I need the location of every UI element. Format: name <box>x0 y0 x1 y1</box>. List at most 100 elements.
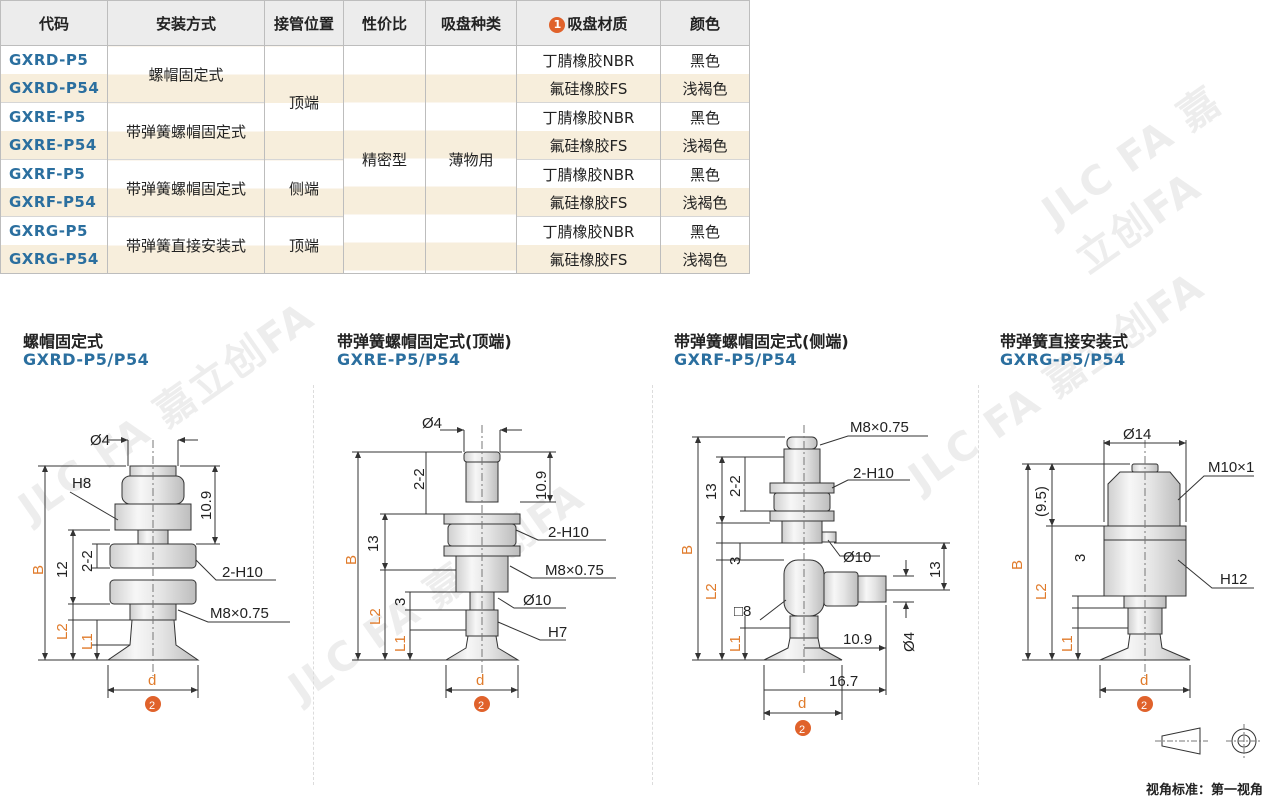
header-code: 代码 <box>0 0 108 46</box>
svg-text:H8: H8 <box>72 475 91 492</box>
svg-text:M10×1: M10×1 <box>1208 459 1254 476</box>
svg-text:L1: L1 <box>392 635 409 652</box>
svg-text:2: 2 <box>478 700 484 712</box>
svg-text:B: B <box>343 555 360 565</box>
drawing-model: GXRD-P5/P54 <box>23 350 150 369</box>
svg-text:2-H10: 2-H10 <box>222 564 263 581</box>
svg-text:M8×0.75: M8×0.75 <box>850 419 909 436</box>
table-cell-color: 浅褐色 <box>660 245 750 274</box>
svg-text:3: 3 <box>1072 554 1089 562</box>
svg-text:(9.5): (9.5) <box>1033 486 1050 517</box>
svg-text:Ø14: Ø14 <box>1123 426 1151 443</box>
divider <box>652 385 653 785</box>
table-cell-mount: 带弹簧螺帽固定式 <box>107 159 265 217</box>
svg-text:L1: L1 <box>79 633 96 650</box>
svg-text:Ø10: Ø10 <box>523 592 551 609</box>
svg-text:B: B <box>679 545 696 555</box>
first-angle-projection-icon <box>1155 724 1262 758</box>
svg-text:Ø10: Ø10 <box>843 549 871 566</box>
svg-text:□8: □8 <box>734 603 751 620</box>
table-cell-code: GXRF-P5 <box>0 159 108 188</box>
drawing-title: 带弹簧螺帽固定式(顶端) <box>337 332 512 351</box>
svg-text:B: B <box>1009 560 1026 570</box>
table-cell-material: 氟硅橡胶FS <box>516 74 661 103</box>
svg-text:2: 2 <box>799 724 805 736</box>
table-cell-code: GXRG-P54 <box>0 245 108 274</box>
svg-text:2-2: 2-2 <box>411 468 428 490</box>
table-cell-code: GXRE-P5 <box>0 102 108 131</box>
table-cell-material: 氟硅橡胶FS <box>516 131 661 160</box>
svg-text:2: 2 <box>1141 700 1147 712</box>
drawing-model: GXRF-P5/P54 <box>674 350 798 369</box>
table-cell-material: 氟硅橡胶FS <box>516 188 661 217</box>
svg-text:d: d <box>1140 672 1148 689</box>
table-cell-material: 丁腈橡胶NBR <box>516 45 661 74</box>
table-cell-color: 黑色 <box>660 159 750 188</box>
table-cell-pipe: 顶端 <box>264 216 344 274</box>
divider <box>313 385 314 785</box>
svg-text:2-2: 2-2 <box>79 550 96 572</box>
svg-text:13: 13 <box>927 561 944 578</box>
svg-text:Ø4: Ø4 <box>901 632 918 652</box>
table-cell-pipe: 顶端 <box>264 45 344 160</box>
table-cell-mount: 螺帽固定式 <box>107 45 265 103</box>
header-cup-type: 吸盘种类 <box>425 0 517 46</box>
table-cell-color: 浅褐色 <box>660 131 750 160</box>
svg-text:10.9: 10.9 <box>533 471 550 500</box>
table-cell-mount: 带弹簧螺帽固定式 <box>107 102 265 160</box>
table-cell-material: 丁腈橡胶NBR <box>516 102 661 131</box>
svg-text:2-H10: 2-H10 <box>548 524 589 541</box>
svg-text:Ø4: Ø4 <box>90 432 110 449</box>
drawing-title: 带弹簧直接安装式 <box>1000 332 1129 351</box>
table-cell-code: GXRF-P54 <box>0 188 108 217</box>
table-cell-color: 黑色 <box>660 102 750 131</box>
drawing-model: GXRE-P5/P54 <box>337 350 461 369</box>
table-cell-color: 黑色 <box>660 45 750 74</box>
table-cell-material: 丁腈橡胶NBR <box>516 159 661 188</box>
svg-text:L2: L2 <box>703 583 720 600</box>
svg-text:M8×0.75: M8×0.75 <box>210 605 269 622</box>
table-cell-pipe: 侧端 <box>264 159 344 217</box>
view-standard-note: 视角标准：第一视角 <box>1146 783 1264 798</box>
svg-text:13: 13 <box>703 483 720 500</box>
drawing-gxrg: Ø14 M10×1 (9.5) B 3 L2 L1 H12 d 2 <box>1009 426 1254 712</box>
svg-text:B: B <box>30 565 47 575</box>
svg-text:d: d <box>798 695 806 712</box>
svg-text:H7: H7 <box>548 624 567 641</box>
svg-text:3: 3 <box>727 557 744 565</box>
svg-text:2-2: 2-2 <box>727 475 744 497</box>
svg-text:3: 3 <box>392 598 409 606</box>
svg-text:L1: L1 <box>727 635 744 652</box>
table-cell-code: GXRD-P5 <box>0 45 108 74</box>
drawing-gxre: Ø4 2-2 10.9 13 B 3 L2 L1 2-H10 M8×0.75 Ø… <box>343 415 616 712</box>
svg-text:Ø4: Ø4 <box>422 415 442 432</box>
note-badge: 1 <box>549 16 566 33</box>
header-color: 颜色 <box>660 0 750 46</box>
table-cell-material: 氟硅橡胶FS <box>516 245 661 274</box>
drawing-gxrf: M8×0.75 2-H10 13 2-2 B 3 Ø10 13 □8 L2 L1… <box>679 419 950 736</box>
svg-text:L2: L2 <box>1033 583 1050 600</box>
svg-text:2: 2 <box>149 700 155 712</box>
table-cell-code: GXRE-P54 <box>0 131 108 160</box>
svg-text:10.9: 10.9 <box>198 491 215 520</box>
table-cell-material: 丁腈橡胶NBR <box>516 216 661 245</box>
table-cell-color: 浅褐色 <box>660 74 750 103</box>
drawing-gxrd: Ø4 H8 10.9 12 2-2 B L2 L1 2-H10 M8×0.75 … <box>30 432 290 712</box>
table-cell-mount: 带弹簧直接安装式 <box>107 216 265 274</box>
header-pipe: 接管位置 <box>264 0 344 46</box>
table-cell-cup-type: 薄物用 <box>425 45 517 274</box>
svg-text:L2: L2 <box>367 608 384 625</box>
table-cell-color: 黑色 <box>660 216 750 245</box>
drawing-model: GXRG-P5/P54 <box>1000 350 1126 369</box>
svg-text:L2: L2 <box>54 623 71 640</box>
table-cell-color: 浅褐色 <box>660 188 750 217</box>
svg-text:12: 12 <box>54 561 71 578</box>
svg-text:10.9: 10.9 <box>843 631 872 648</box>
table-cell-price: 精密型 <box>343 45 426 274</box>
svg-text:2-H10: 2-H10 <box>853 465 894 482</box>
svg-text:16.7: 16.7 <box>829 673 858 690</box>
svg-text:L1: L1 <box>1059 635 1076 652</box>
